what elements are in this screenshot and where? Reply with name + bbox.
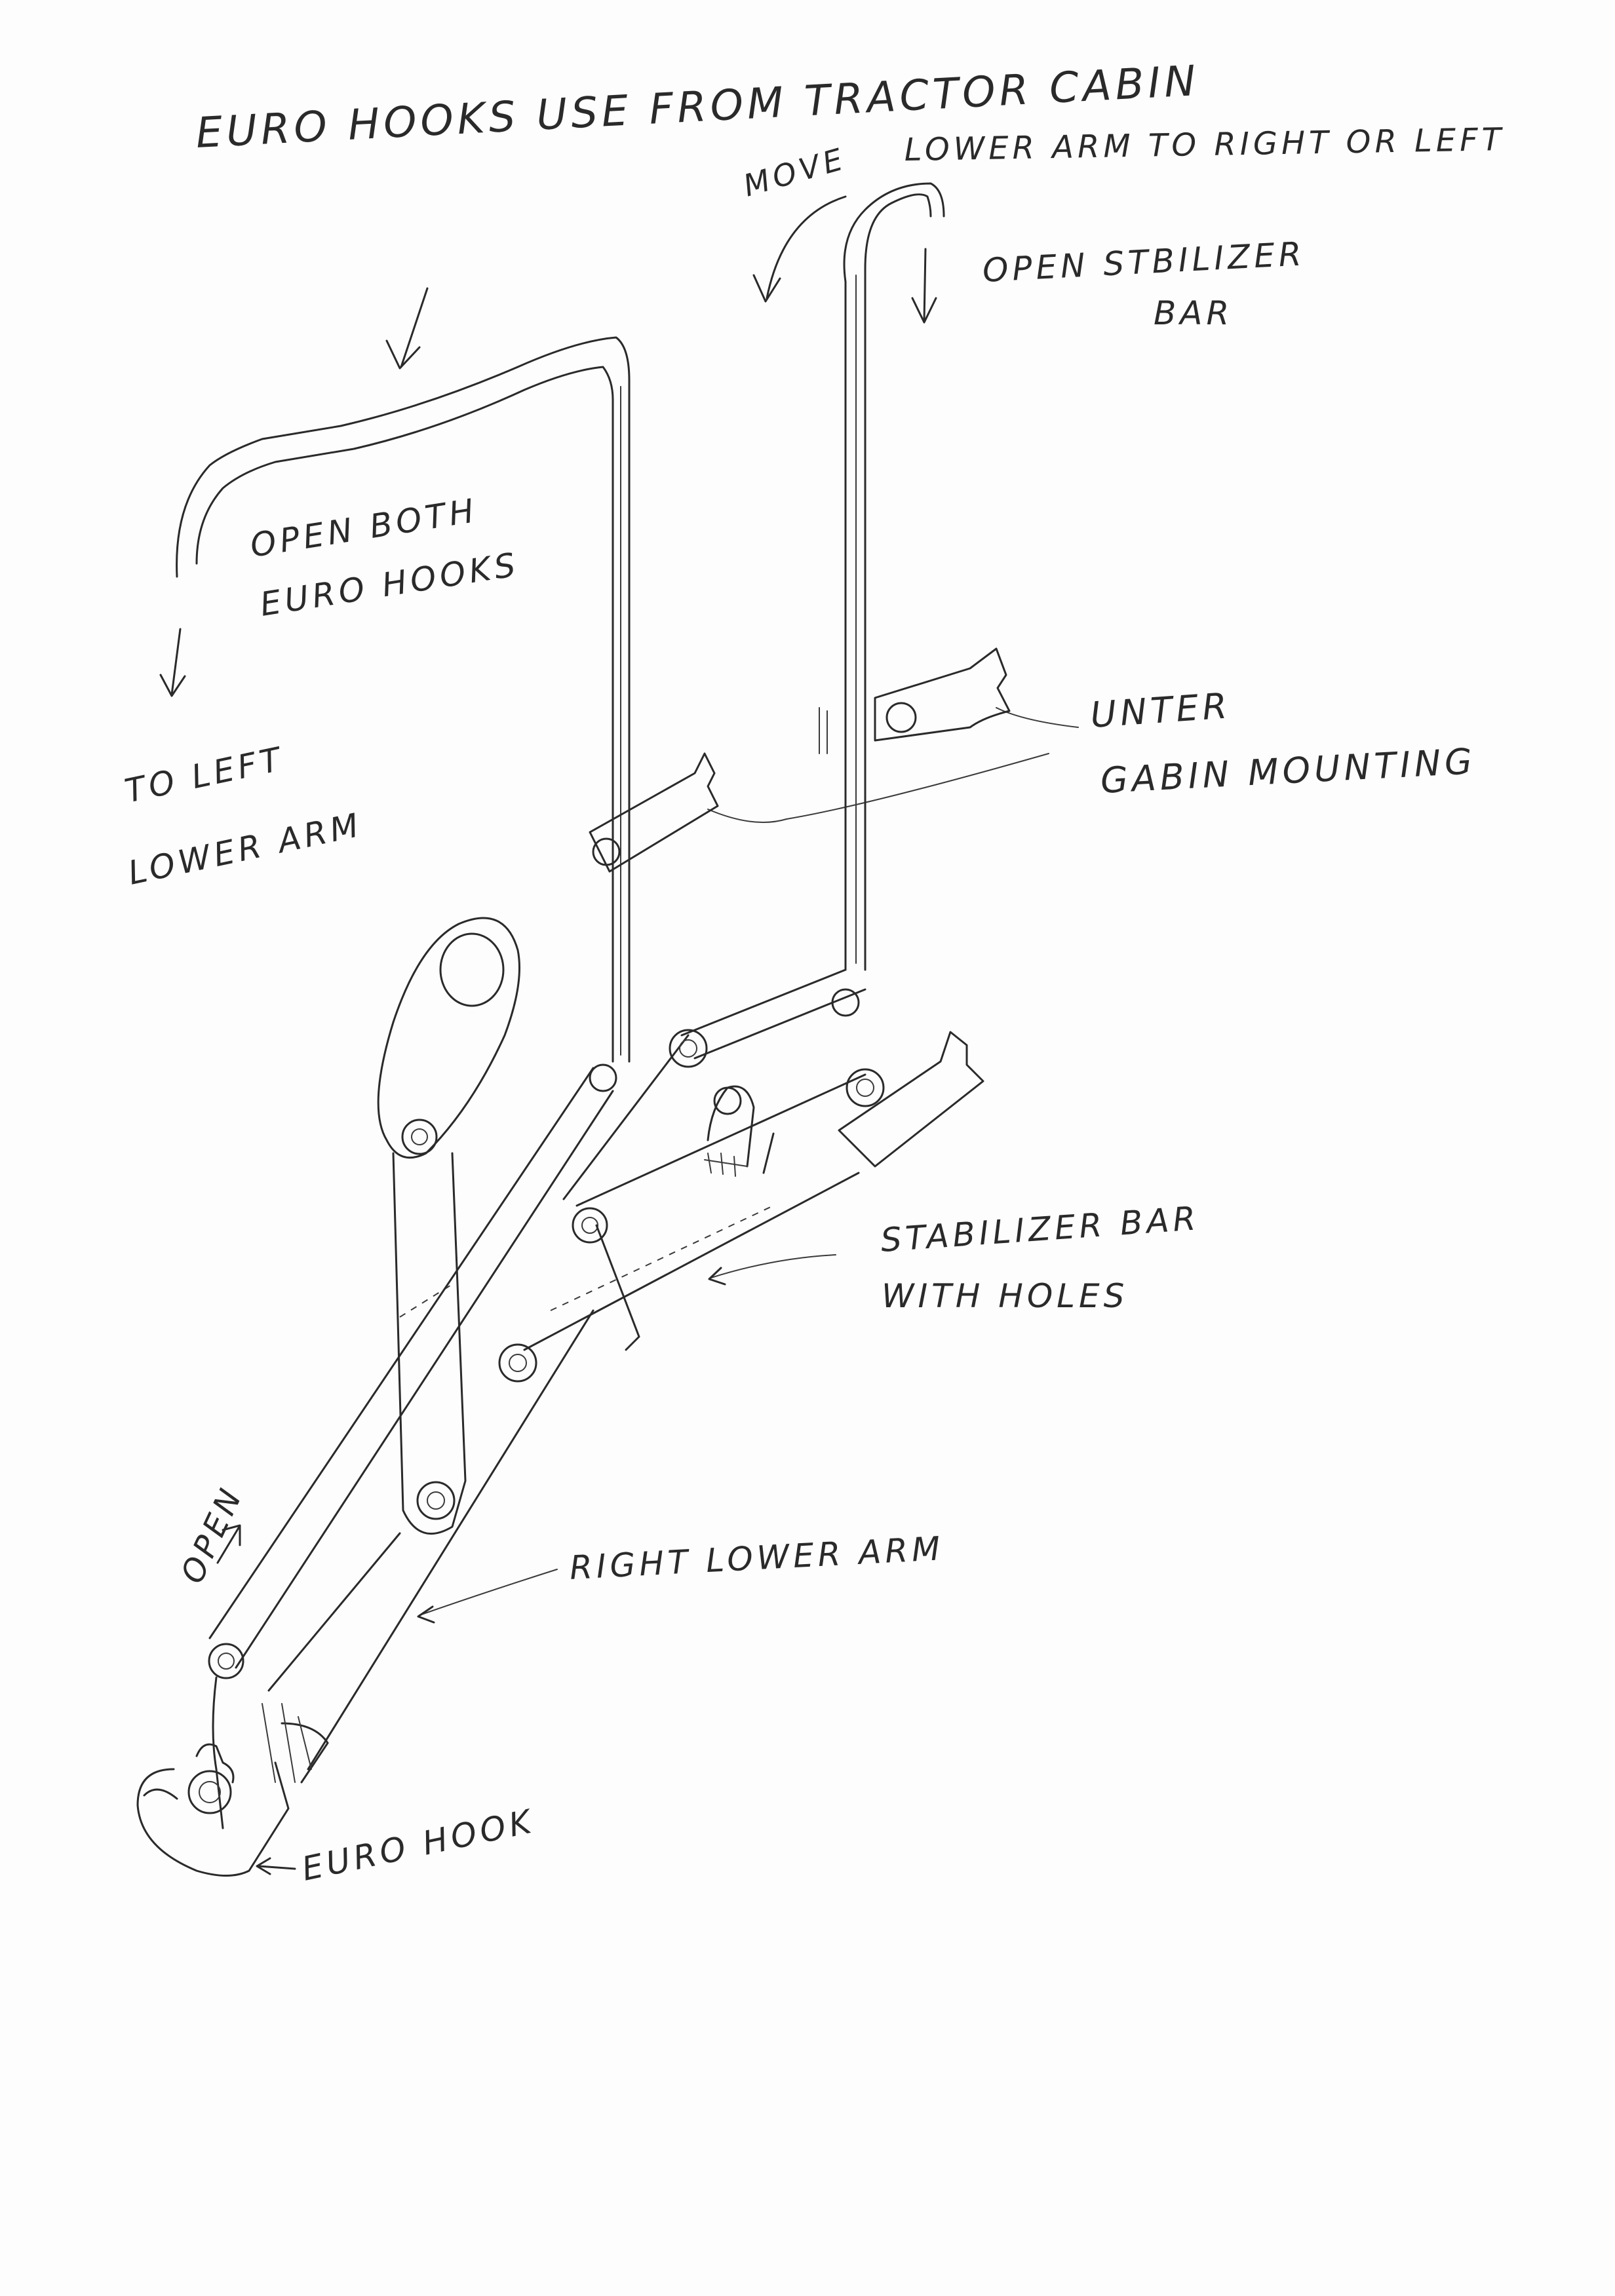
left-control-rod	[176, 336, 631, 1063]
lever-plate	[377, 917, 520, 1159]
label-euro-hook: EURO HOOK	[298, 1802, 537, 1888]
cabin-mounting-upper	[819, 647, 1011, 754]
curved-move-arrow	[752, 195, 847, 303]
down-arrow-to-left	[159, 628, 186, 697]
link-plate	[392, 1152, 467, 1535]
euro-hook	[136, 1743, 290, 1877]
label-under-cabin-line2: GABIN MOUNTING	[1099, 740, 1477, 801]
label-under-cabin-line1: UNTER	[1089, 685, 1232, 736]
right-lower-arm	[208, 1309, 594, 1829]
right-stabilizer-rod	[843, 182, 945, 971]
label-open-stabilizer-line1: OPEN STBILIZER	[982, 235, 1306, 290]
linkage-bars	[208, 968, 885, 1669]
label-open-both-line1: OPEN BOTH	[248, 491, 480, 565]
label-to-left-line1: TO LEFT	[121, 740, 287, 811]
label-to-left-line2: LOWER ARM	[125, 805, 366, 892]
down-arrow-open-stabilizer	[911, 248, 937, 324]
label-stabilizer-holes-line2: WITH HOLES	[882, 1277, 1128, 1315]
label-open-stabilizer-line2: BAR	[1154, 294, 1233, 332]
pointer-arrow-euro-hook	[256, 1857, 296, 1875]
cabin-mounting-middle	[589, 752, 719, 873]
label-move: MOVE	[739, 140, 850, 203]
cabin-mounting-lower	[838, 1031, 984, 1168]
pointer-arrow-stabilizer	[708, 1254, 836, 1286]
pointer-arrow-right-lower-arm	[417, 1569, 558, 1624]
arrow-open-hook	[216, 1524, 241, 1564]
leader-line-cabin-mounting	[707, 707, 1079, 823]
label-stabilizer-holes-line1: STABILIZER BAR	[880, 1199, 1201, 1259]
down-arrow-top-left	[385, 287, 429, 370]
label-right-lower-arm: RIGHT LOWER ARM	[569, 1529, 945, 1587]
label-move-lower-arm: LOWER ARM TO RIGHT OR LEFT	[904, 121, 1505, 168]
